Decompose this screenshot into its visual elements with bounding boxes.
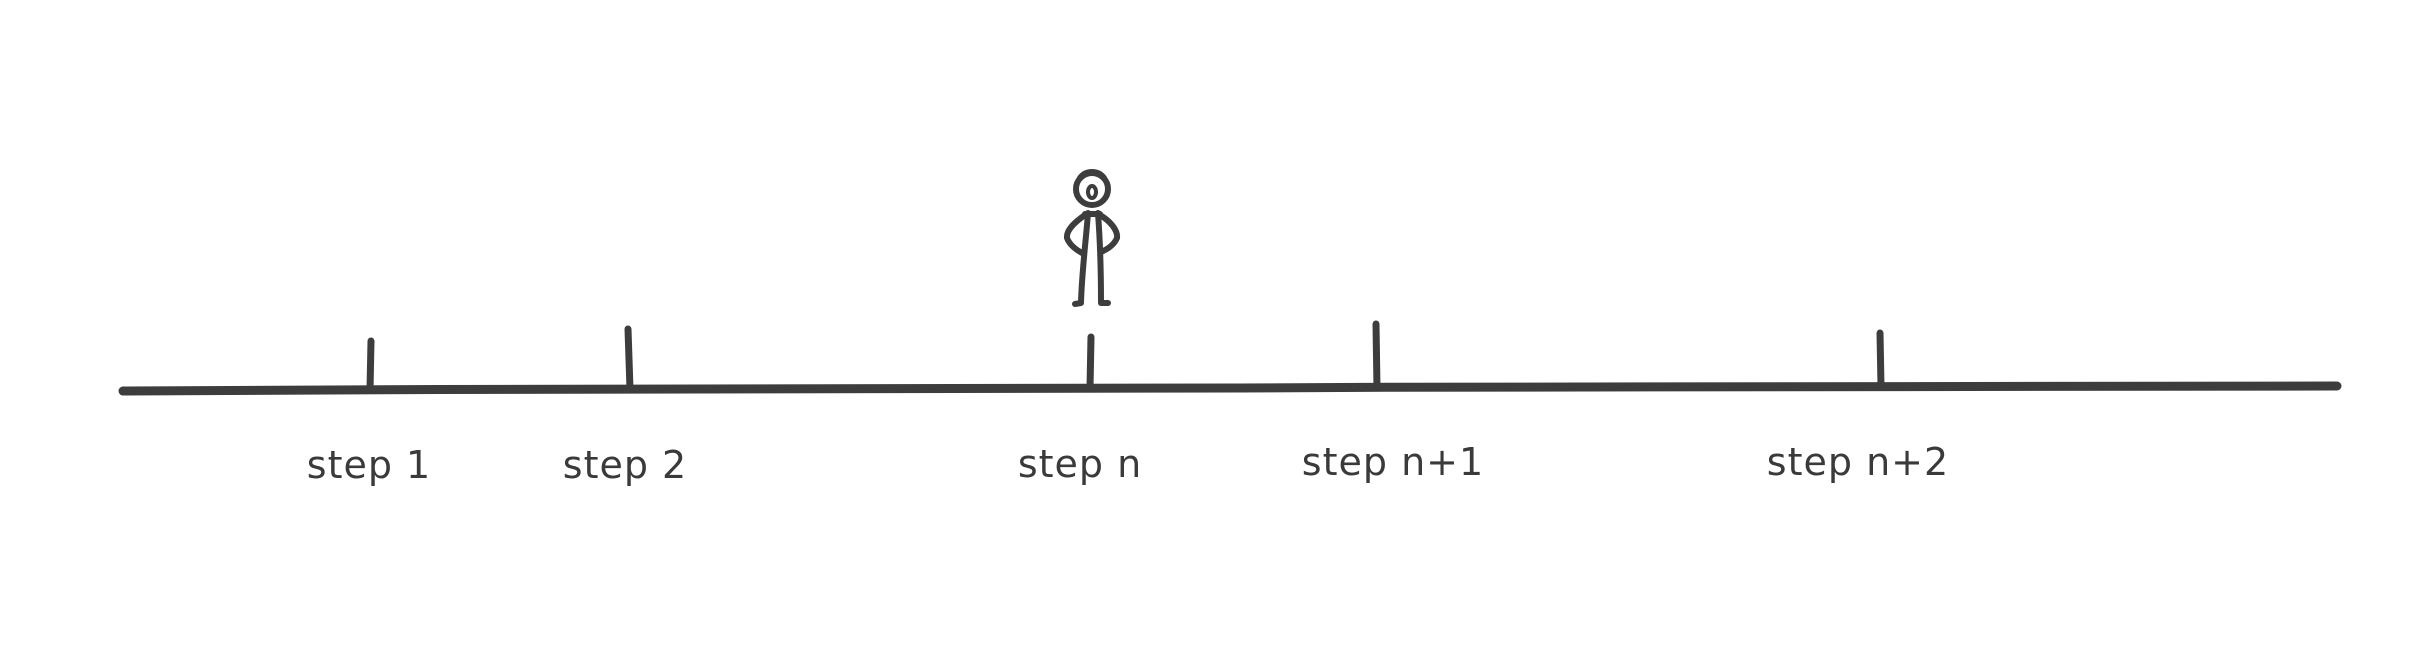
step-label-n: step n [1018,442,1142,486]
step-label-2: step 2 [563,443,687,487]
tick-step-n-plus-1 [1372,320,1381,392]
tick-step-n-plus-2 [1876,329,1885,390]
tick-step-2 [624,325,634,393]
tick-step-n [1086,333,1095,392]
step-labels: step 1 step 2 step n step n+1 step n+2 [307,440,1949,487]
stick-figure-icon [1063,169,1121,307]
tick-marks [366,320,1885,394]
timeline-axis [118,381,2342,396]
step-label-1: step 1 [307,443,431,487]
tick-step-1 [366,337,375,394]
step-label-n-plus-2: step n+2 [1767,440,1949,484]
step-label-n-plus-1: step n+1 [1302,440,1484,484]
